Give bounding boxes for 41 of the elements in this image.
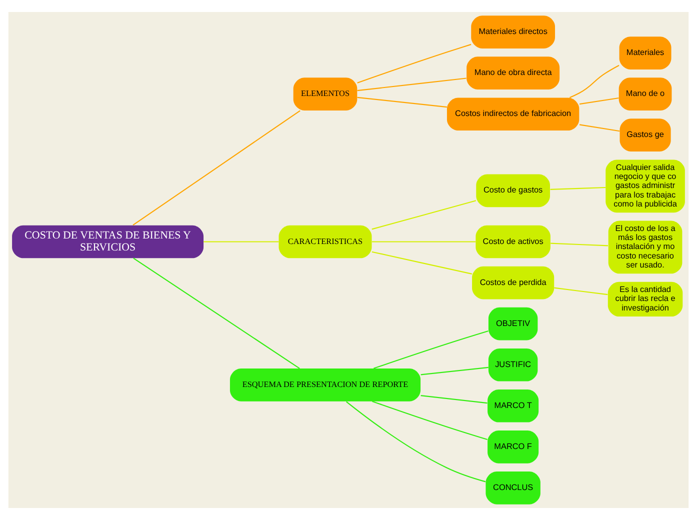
node-box: CONCLUS [486,472,540,504]
connector [372,241,476,242]
node-box: MARCO F [488,430,539,464]
connector [357,78,466,92]
node-box: CARACTERISTICAS [278,225,372,258]
node-box: Mano de obra directa [466,56,560,90]
connector [579,97,619,105]
connector [554,287,608,296]
connector [550,186,606,190]
connector [550,242,608,246]
node-box: Costos indirectos de fabricacion [446,98,580,131]
node-box: Materiales directos [471,16,556,48]
connector [374,330,488,369]
connector [346,401,486,482]
connector [569,64,620,98]
connector [132,110,300,226]
node-box: Materiales [619,36,672,70]
node-box: ESQUEMA DE PRESENTACION DE REPORTE [230,368,421,402]
node-box: Costo de gastos [476,174,550,208]
connector [372,251,472,274]
node-box: Es la cantidad cubrir las recla e investigación [608,282,683,317]
connector [133,258,300,369]
connector [372,200,476,230]
node-box: Costo de activos [476,225,550,258]
connector [420,366,488,376]
connector [420,395,488,404]
node-box: Mano de o [618,78,672,110]
connector [204,241,279,242]
node-box: Gastos ge [620,118,671,152]
node-box: JUSTIFIC [488,348,538,382]
node-box: ELEMENTOS [293,78,358,110]
node-box: El costo de los a más los gastos instalación y mo costo necesario ser usado. [608,220,682,274]
connector [372,400,488,440]
node-box: Costos de perdida [472,266,554,300]
node-box: MARCO T [488,389,539,422]
connector [579,124,620,132]
node-box: COSTO DE VENTAS DE BIENES Y SERVICIOS [12,225,204,258]
connector [357,96,447,108]
node-box: Cualquier salida negocio y que co gastos administr para los trabajac como la publicida [606,160,685,213]
node-box: OBJETIV [488,307,538,340]
connector [357,44,472,84]
